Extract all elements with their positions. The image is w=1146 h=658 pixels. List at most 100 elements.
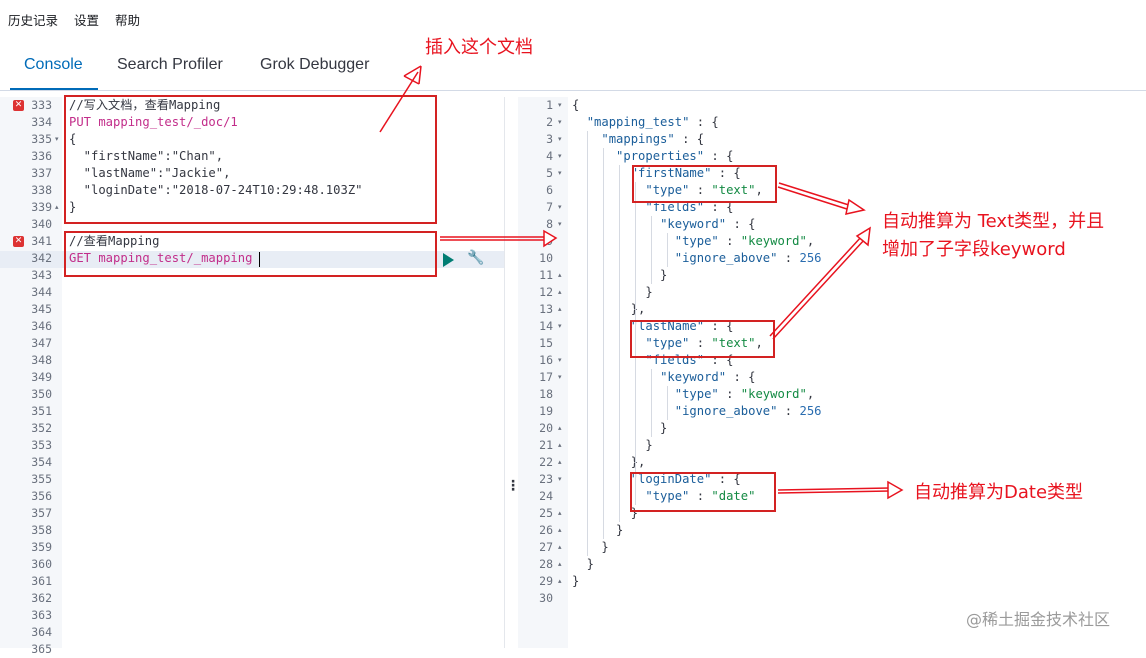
line-number: 335 xyxy=(31,132,52,146)
code-line: //写入文档，查看Mapping xyxy=(69,97,220,114)
line-number: 8 xyxy=(546,217,553,231)
response-code-line: { xyxy=(572,98,580,112)
line-number: 353 xyxy=(31,438,52,452)
error-icon[interactable]: ✕ xyxy=(13,236,24,247)
menu-help[interactable]: 帮助 xyxy=(115,13,141,28)
line-number: 364 xyxy=(31,625,52,639)
response-code-line: } xyxy=(660,268,668,282)
fold-open-icon[interactable]: ▾ xyxy=(558,169,562,177)
fold-open-icon[interactable]: ▾ xyxy=(558,101,562,109)
fold-open-icon[interactable]: ▾ xyxy=(558,152,562,160)
line-number: 348 xyxy=(31,353,52,367)
line-number: 23 xyxy=(539,472,553,486)
pane-splitter[interactable] xyxy=(504,97,519,648)
fold-close-icon[interactable]: ▴ xyxy=(558,288,562,296)
response-code-line: "fields" : { xyxy=(645,200,734,214)
menu-history[interactable]: 历史记录 xyxy=(8,13,59,28)
response-code-line: } xyxy=(572,506,639,520)
line-number: 11 xyxy=(539,268,553,282)
line-number: 22 xyxy=(539,455,553,469)
line-number: 26 xyxy=(539,523,553,537)
fold-close-icon[interactable]: ▴ xyxy=(558,271,562,279)
error-icon[interactable]: ✕ xyxy=(13,100,24,111)
fold-close-icon[interactable]: ▴ xyxy=(558,560,562,568)
line-number: 365 xyxy=(31,642,52,656)
line-number: 341 xyxy=(31,234,52,248)
line-number: 1 xyxy=(546,98,553,112)
response-code-line: } xyxy=(572,574,580,588)
line-number: 351 xyxy=(31,404,52,418)
line-number: 2 xyxy=(546,115,553,129)
response-code-line: }, xyxy=(572,455,646,469)
comment-text: //写入文档，查看Mapping xyxy=(69,98,221,112)
response-code-line: "ignore_above" : 256 xyxy=(674,251,822,265)
fold-open-icon[interactable]: ▾ xyxy=(558,220,562,228)
line-number: 24 xyxy=(539,489,553,503)
menu-settings[interactable]: 设置 xyxy=(74,13,100,28)
line-number: 358 xyxy=(31,523,52,537)
line-number: 5 xyxy=(546,166,553,180)
fold-open-icon[interactable]: ▾ xyxy=(558,373,562,381)
request-editor[interactable] xyxy=(62,97,504,648)
indent-guide xyxy=(603,148,604,539)
code-line: //查看Mapping xyxy=(69,233,159,250)
fold-open-icon[interactable]: ▾ xyxy=(558,322,562,330)
line-number: 344 xyxy=(31,285,52,299)
fold-close-icon[interactable]: ▴ xyxy=(558,543,562,551)
line-number: 14 xyxy=(539,319,553,333)
response-code-line: "keyword" : { xyxy=(660,370,756,384)
line-number: 342 xyxy=(31,251,52,265)
line-number: 346 xyxy=(31,319,52,333)
line-number: 334 xyxy=(31,115,52,129)
fold-close-icon[interactable]: ▴ xyxy=(55,203,59,211)
play-icon[interactable] xyxy=(443,253,454,267)
fold-close-icon[interactable]: ▴ xyxy=(558,441,562,449)
response-editor[interactable] xyxy=(568,97,1146,648)
fold-close-icon[interactable]: ▴ xyxy=(558,509,562,517)
tab-console[interactable]: Console xyxy=(24,56,83,73)
fold-close-icon[interactable]: ▴ xyxy=(558,305,562,313)
highlight-box-get xyxy=(64,231,437,277)
fold-open-icon[interactable]: ▾ xyxy=(558,135,562,143)
fold-close-icon[interactable]: ▴ xyxy=(558,458,562,466)
line-number: 350 xyxy=(31,387,52,401)
response-code-line: "mapping_test" : { xyxy=(586,115,719,129)
annotation-date-type: 自动推算为Date类型 xyxy=(914,482,1084,503)
response-code-line: "type" : "date" xyxy=(645,489,756,503)
line-number: 355 xyxy=(31,472,52,486)
fold-open-icon[interactable]: ▾ xyxy=(558,118,562,126)
wrench-icon[interactable]: 🔧 xyxy=(467,250,485,266)
highlight-box-insert xyxy=(64,95,437,224)
line-number: 343 xyxy=(31,268,52,282)
line-number: 6 xyxy=(546,183,553,197)
line-number: 360 xyxy=(31,557,52,571)
annotation-insert-doc: 插入这个文档 xyxy=(425,37,533,58)
splitter-handle-icon[interactable]: ⋮ xyxy=(506,478,520,494)
response-code-line: "type" : "keyword", xyxy=(674,387,815,401)
line-number: 336 xyxy=(31,149,52,163)
text-caret xyxy=(259,252,260,267)
line-number: 3 xyxy=(546,132,553,146)
response-code-line: } xyxy=(660,421,668,435)
indent-guide xyxy=(651,369,652,437)
fold-close-icon[interactable]: ▴ xyxy=(558,424,562,432)
fold-open-icon[interactable]: ▾ xyxy=(558,356,562,364)
line-number: 16 xyxy=(539,353,553,367)
fold-close-icon[interactable]: ▴ xyxy=(558,577,562,585)
fold-open-icon[interactable]: ▾ xyxy=(558,203,562,211)
line-number: 359 xyxy=(31,540,52,554)
line-number: 354 xyxy=(31,455,52,469)
tab-grok-debugger[interactable]: Grok Debugger xyxy=(260,56,370,73)
line-number: 12 xyxy=(539,285,553,299)
line-number: 29 xyxy=(539,574,553,588)
code-line: "lastName":"Jackie", xyxy=(69,166,231,180)
line-number: 7 xyxy=(546,200,553,214)
tab-search-profiler[interactable]: Search Profiler xyxy=(117,56,223,73)
code-line: PUT mapping_test/_doc/1 xyxy=(69,114,238,131)
line-number: 363 xyxy=(31,608,52,622)
response-code-line: "type" : "keyword", xyxy=(674,234,815,248)
fold-close-icon[interactable]: ▴ xyxy=(558,526,562,534)
fold-open-icon[interactable]: ▾ xyxy=(55,135,59,143)
fold-open-icon[interactable]: ▾ xyxy=(558,475,562,483)
indent-guide xyxy=(651,216,652,284)
